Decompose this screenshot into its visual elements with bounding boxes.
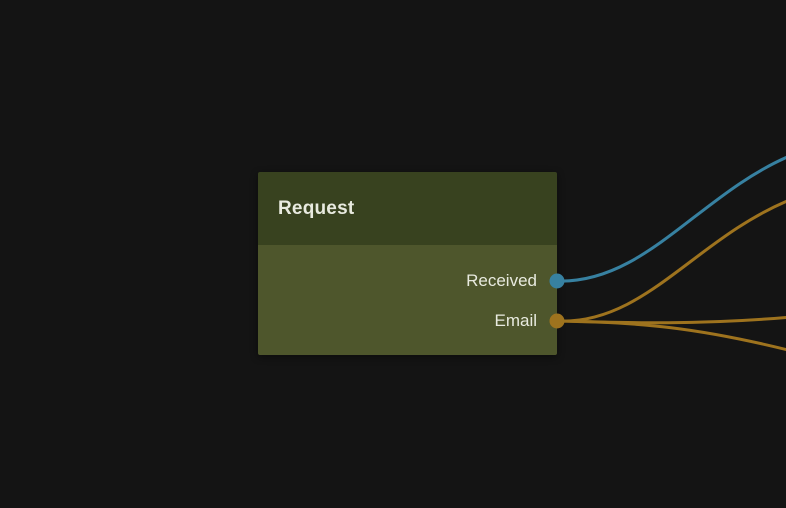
edge-email-out-lower[interactable] [555,319,786,352]
output-row-received: Received [258,261,557,301]
edge-received-out[interactable] [555,155,786,283]
edge-email-out-upper[interactable] [555,199,786,323]
node-title: Request [278,197,355,219]
edge-email-out-middle[interactable] [555,315,786,325]
output-label-email: Email [494,311,537,330]
request-node[interactable]: Request Received Email [258,172,557,355]
request-node-header[interactable]: Request [258,172,557,245]
output-row-email: Email [258,301,557,341]
request-node-body: Received Email [258,245,557,355]
output-label-received: Received [466,271,537,290]
